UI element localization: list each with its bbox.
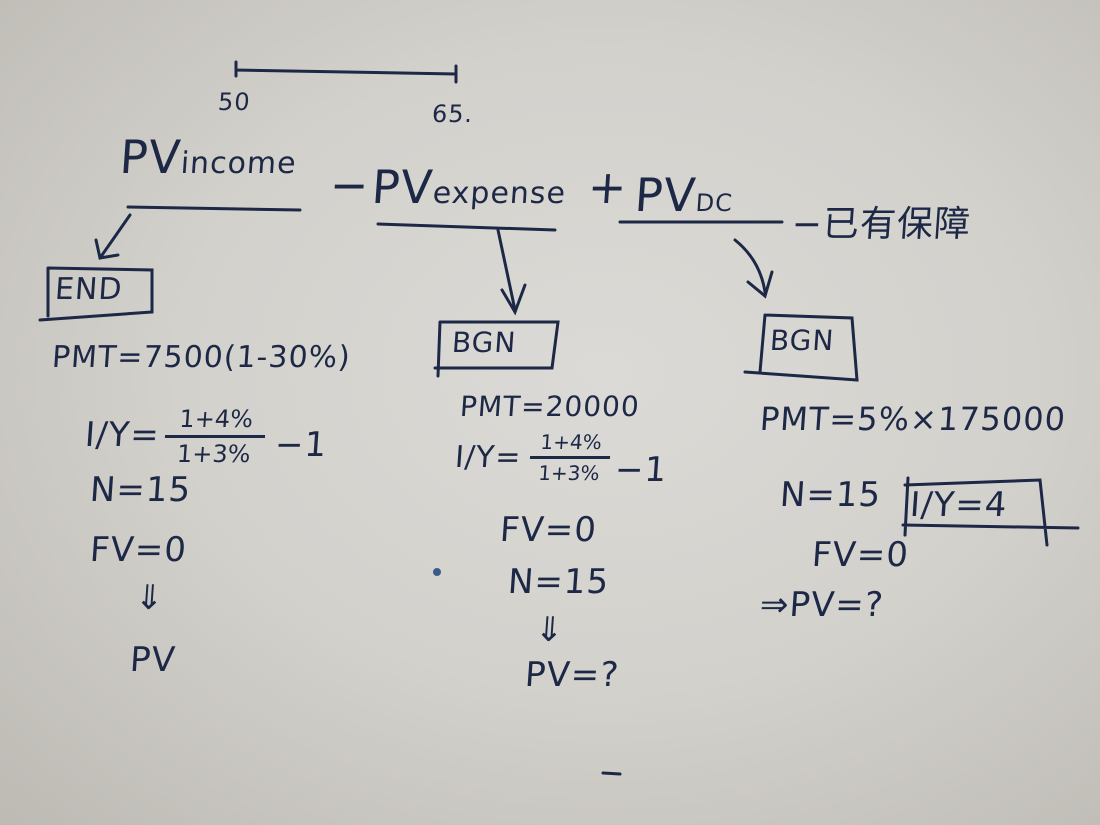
left-pmt: PMT=7500(1-30%) xyxy=(50,340,353,375)
left-fv: FV=0 xyxy=(88,530,189,570)
middle-result: PV=? xyxy=(523,655,621,695)
pv-label: PV xyxy=(370,160,436,214)
timeline-line xyxy=(234,60,458,84)
numerator: 1+4% xyxy=(539,430,603,454)
box-iy-right xyxy=(901,476,1080,547)
timeline-start: 50 xyxy=(217,88,252,116)
left-minus-one: −1 xyxy=(273,425,329,465)
denominator: 1+3% xyxy=(176,440,252,468)
middle-iy: I/Y= xyxy=(453,440,523,475)
pv-expense: PVexpense xyxy=(370,160,568,214)
arrow-left-icon xyxy=(94,213,132,260)
left-n: N=15 xyxy=(88,470,193,510)
box-bgn-middle xyxy=(433,320,560,378)
box-bgn-right xyxy=(743,313,859,382)
left-result: PV xyxy=(128,640,178,680)
left-iy: I/Y= xyxy=(83,415,162,455)
arrow-middle-icon xyxy=(496,228,527,316)
pv-label: PV xyxy=(118,130,184,184)
underline-income xyxy=(126,205,302,212)
op-plus: + xyxy=(586,160,630,214)
underline-expense xyxy=(376,222,557,232)
middle-fraction: 1+4% 1+3% xyxy=(528,430,612,485)
pv-sub: income xyxy=(179,146,298,181)
middle-arrow-down-icon: ⇓ xyxy=(533,610,566,650)
left-fraction: 1+4% 1+3% xyxy=(163,405,267,468)
middle-n: N=15 xyxy=(506,562,611,602)
box-end xyxy=(38,266,154,322)
pv-income: PVincome xyxy=(118,130,299,184)
middle-pmt: PMT=20000 xyxy=(458,390,641,423)
pv-sub: expense xyxy=(431,176,568,211)
op-existing-coverage: −已有保障 xyxy=(790,204,973,245)
arrow-right-icon xyxy=(733,238,774,299)
timeline-end: 65. xyxy=(431,100,475,128)
ink-dot xyxy=(433,568,441,576)
mode-bgn-right: BGN xyxy=(768,324,836,357)
stray-mark xyxy=(601,771,622,776)
mode-bgn-middle: BGN xyxy=(450,326,518,359)
right-iy: I/Y=4 xyxy=(908,485,1009,525)
pv-sub: DC xyxy=(694,189,734,217)
pv-dc: PVDC xyxy=(633,168,735,222)
op-minus: − xyxy=(328,158,372,212)
middle-fv: FV=0 xyxy=(498,510,599,550)
right-result: ⇒PV=? xyxy=(758,585,886,625)
left-arrow-down-icon: ⇓ xyxy=(133,578,166,618)
denominator: 1+3% xyxy=(537,461,601,485)
pv-label: PV xyxy=(633,168,699,222)
right-fv: FV=0 xyxy=(810,535,911,575)
numerator: 1+4% xyxy=(178,405,254,433)
mode-end: END xyxy=(53,272,124,307)
right-pmt: PMT=5%×175000 xyxy=(758,400,1068,438)
middle-minus-one: −1 xyxy=(613,450,669,490)
right-n: N=15 xyxy=(778,475,883,515)
